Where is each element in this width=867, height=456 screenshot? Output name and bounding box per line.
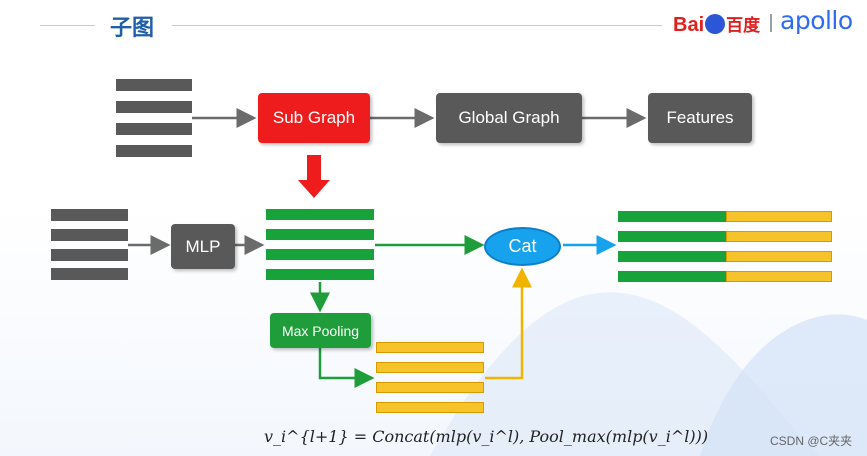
paw-icon xyxy=(705,14,726,34)
vector-bar xyxy=(51,209,128,221)
pooled-bar xyxy=(376,382,484,393)
input-bar xyxy=(116,79,192,91)
vector-bar xyxy=(51,249,128,261)
watermark: CSDN @C夹夹 xyxy=(770,434,853,448)
cat-label: Cat xyxy=(508,236,537,256)
mlp-feature-bar xyxy=(266,209,374,220)
sub-graph-label: Sub Graph xyxy=(272,108,356,127)
global-graph-box: Global Graph xyxy=(436,93,582,143)
mlp-label: MLP xyxy=(185,236,221,256)
global-graph-label: Global Graph xyxy=(458,108,560,127)
red-down-arrow-icon xyxy=(298,155,330,198)
baidu-logo-cn: 百度 xyxy=(726,16,761,35)
output-bar-yellow xyxy=(726,211,832,222)
vector-bar xyxy=(51,229,128,241)
apollo-logo: apollo xyxy=(780,6,853,35)
mlp-feature-bar xyxy=(266,229,374,240)
mlp-feature-bar xyxy=(266,269,374,280)
header-rule-left xyxy=(40,25,95,26)
baidu-logo: Bai 百度 xyxy=(673,11,760,37)
max-pooling-label: Max Pooling xyxy=(281,322,360,339)
pooled-bar xyxy=(376,342,484,353)
page-title: 子图 xyxy=(110,15,155,40)
output-bar-green xyxy=(618,271,726,282)
pooled-bar xyxy=(376,402,484,413)
baidu-logo-text: Bai xyxy=(673,14,705,36)
output-bar-yellow xyxy=(726,251,832,262)
arrow-pooled-to-cat xyxy=(485,267,532,380)
vector-bar xyxy=(51,268,128,280)
features-box: Features xyxy=(648,93,752,143)
formula: v_i^{l+1} = Concat(mlp(v_i^l), Pool_max(… xyxy=(264,427,709,446)
mlp-box: MLP xyxy=(171,224,235,269)
sub-graph-box: Sub Graph xyxy=(258,93,370,143)
cat-node: Cat xyxy=(484,227,561,266)
max-pooling-box: Max Pooling xyxy=(270,313,371,348)
output-bar-green xyxy=(618,231,726,242)
output-bar-green xyxy=(618,251,726,262)
pooled-bar xyxy=(376,362,484,373)
features-label: Features xyxy=(666,108,734,127)
header-rule-right xyxy=(172,25,662,26)
arrow-maxpool-to-pooled xyxy=(318,348,375,388)
input-bar xyxy=(116,145,192,157)
input-bar xyxy=(116,123,192,135)
output-bar-green xyxy=(618,211,726,222)
logo-separator xyxy=(770,14,772,32)
mlp-feature-bar xyxy=(266,249,374,260)
output-bar-yellow xyxy=(726,271,832,282)
output-bar-yellow xyxy=(726,231,832,242)
input-bar xyxy=(116,101,192,113)
